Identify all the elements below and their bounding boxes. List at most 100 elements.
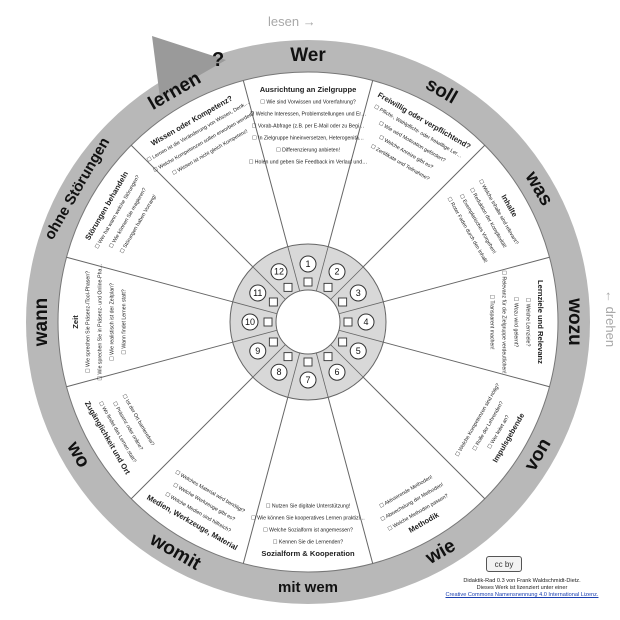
hub-divider [315, 246, 329, 292]
license-line-2: Dieses Werk ist lizenziert unter einer [476, 585, 568, 591]
sector-divider [130, 144, 254, 268]
hub-divider [338, 301, 384, 315]
topic-item: ☐ Relevanz für die Zielgruppe verdeutlic… [501, 270, 507, 373]
hub-checkbox [283, 352, 293, 362]
topic-item: ☐ Wie sprechen Sie Präsenz-/Tool-Phasen? [85, 271, 91, 373]
hub-checkbox [263, 317, 273, 327]
hub-checkbox [323, 282, 333, 292]
hub-checkbox [268, 297, 278, 307]
hub-number-badge [270, 263, 288, 281]
topic-item: ☐ Kennen Sie die Lernenden? [273, 539, 344, 545]
topic-item: ☐ Wozu wird gelernt? [513, 297, 519, 348]
sector-divider [383, 341, 550, 388]
hub-checkbox [338, 337, 348, 347]
hub-checkboxes [263, 277, 353, 367]
topic-title-10: Zeit [71, 315, 80, 329]
hub-checkbox [343, 317, 353, 327]
sector-divider [362, 144, 486, 268]
hub-divider [232, 329, 278, 343]
hub-number-badge [299, 255, 317, 273]
topic-item: ☐ In Zielgruppe hineinversetzen, Heterog… [252, 135, 364, 141]
sector-divider [66, 256, 233, 303]
sector-divider [383, 256, 550, 303]
sector-divider [66, 341, 233, 388]
hub-checkbox [303, 357, 313, 367]
topic-item: ☐ Differenzierung anbieten! [276, 147, 340, 153]
hub-divider [252, 266, 286, 300]
hub-number-3: 3 [356, 288, 361, 298]
hub-divider [338, 329, 384, 343]
license-link[interactable]: Creative Commons Namensnennung 4.0 Inter… [445, 592, 599, 598]
topic-item: ☐ Holen und geben Sie Feedback im Verlau… [249, 159, 368, 165]
hub-number-badge [249, 342, 267, 360]
hub-divider [330, 266, 364, 300]
sector-divider [362, 376, 486, 500]
direction-arrow [152, 36, 226, 98]
sector-divider [242, 397, 289, 564]
sector-word-4: wozu [564, 297, 585, 346]
hub-number-badge [328, 263, 346, 281]
topic-item: ☐ Wie realistisch ist der Zeitplan? [109, 283, 115, 361]
topic-item: ☐ Wie sind Vorwissen und Vorerfahrung? [260, 99, 356, 105]
topic-item: ☐ Wann findet Lernen statt? [121, 289, 127, 354]
hub-number-badge [270, 363, 288, 381]
license-line-1: Didaktik-Rad 0.3 von Frank Waldschmidt-D… [463, 578, 581, 584]
hub-number-badge [299, 371, 317, 389]
hub-divider [330, 344, 364, 378]
cc-license-badge: cc by [486, 556, 522, 572]
hub-checkbox [303, 277, 313, 287]
topic-title-1: Ausrichtung an Zielgruppe [260, 85, 357, 94]
hub-number-badge [249, 284, 267, 302]
topic-item: ☐ Wie können Sie kooperatives Lernen pra… [251, 515, 365, 521]
topic-item: ☐ Transparent machen! [489, 294, 495, 349]
topic-title-4: Lernziele und Relevanz [536, 280, 545, 364]
hub-number-9: 9 [255, 346, 260, 356]
hub-checkbox [323, 352, 333, 362]
topic-title-7: Sozialform & Kooperation [261, 549, 355, 558]
sector-word-7: mit wem [278, 579, 338, 596]
hub-number-11: 11 [253, 288, 262, 298]
license-notice: Didaktik-Rad 0.3 von Frank Waldschmidt-D… [432, 578, 612, 599]
hub-inner [275, 289, 341, 355]
sector-word-10: wann [31, 298, 52, 348]
rotate-direction-hint: ← drehen [603, 290, 618, 347]
sector-divider [242, 80, 289, 247]
topic-item: ☐ Nutzen Sie digitale Unterstützung! [266, 503, 351, 509]
hub-number-2: 2 [334, 267, 339, 277]
hub-checkbox [268, 337, 278, 347]
topic-item: ☐ Wie sprechen Sie in Präsenz- und Onlin… [97, 263, 103, 380]
hub-divider [287, 352, 301, 398]
topic-item: ☐ Welche Sozialform ist angemessen? [263, 527, 353, 533]
hub-divider [252, 344, 286, 378]
hub-number-badge [349, 342, 367, 360]
hub-number-badge [241, 313, 259, 331]
topic-item: ☐ Welche Lernziele? [525, 298, 531, 347]
hub-number-10: 10 [245, 317, 255, 327]
hub-number-badge [328, 363, 346, 381]
hub-divider [287, 246, 301, 292]
hub-number-8: 8 [276, 367, 281, 377]
hub-divider [315, 352, 329, 398]
hub-divider [232, 301, 278, 315]
sector-dividers [66, 80, 550, 564]
topic-item: ☐ Welche Interessen, Problemstellungen u… [250, 111, 367, 117]
topic-item: ☐ Vorab-Abfrage (z.B. per E-Mail oder zu… [252, 123, 364, 129]
hub-number-12: 12 [274, 267, 284, 277]
hub-number-7: 7 [305, 375, 310, 385]
sector-divider [327, 397, 374, 564]
hub-number-5: 5 [356, 346, 361, 356]
read-direction-hint: lesen → [268, 14, 316, 29]
sector-divider [327, 80, 374, 247]
question-mark: ? [212, 49, 224, 71]
hub-number-4: 4 [363, 317, 368, 327]
hub-checkbox [338, 297, 348, 307]
sector-divider [130, 376, 254, 500]
hub-number-1: 1 [305, 259, 310, 269]
hub-number-badge [349, 284, 367, 302]
hub-dividers [232, 246, 384, 398]
hub-checkbox [283, 282, 293, 292]
hub-number-6: 6 [334, 367, 339, 377]
sector-word-1: Wer [290, 45, 326, 66]
